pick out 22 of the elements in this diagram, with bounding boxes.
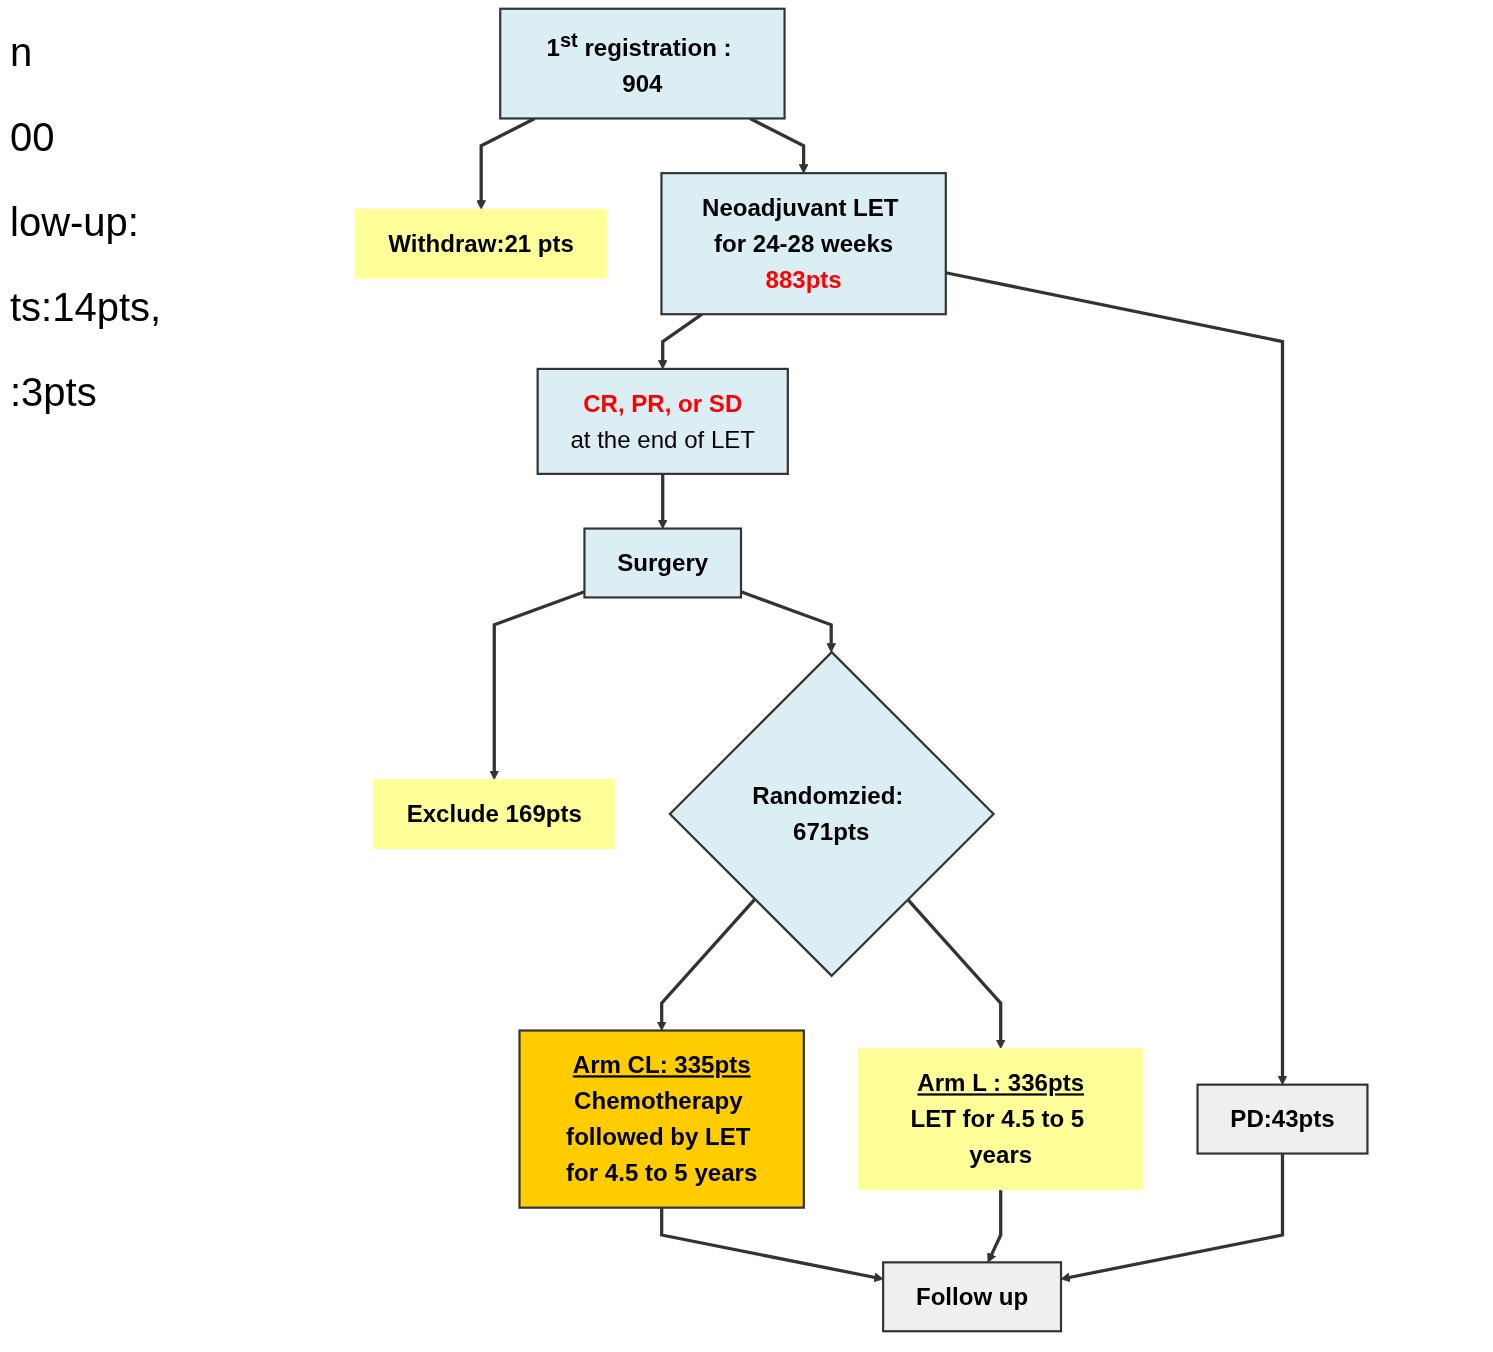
arrow <box>656 898 756 1031</box>
node-box: 1$^{st}$ registration : 904 <box>499 7 786 120</box>
arrow <box>489 590 585 780</box>
node-box: Arm L : 336pts LET for 4.5 to 5 years <box>858 1048 1144 1191</box>
cut-off-text: n <box>10 30 34 75</box>
arrow <box>657 473 668 529</box>
node-box: Neoadjuvant LET for 24-28 weeks 883pts <box>660 172 947 316</box>
node-box: Surgery <box>583 527 743 599</box>
node-box: CR, PR, or SD at the end of LET <box>536 367 789 475</box>
cut-off-text: ts:14pts, <box>10 285 163 330</box>
arrow <box>906 898 1006 1049</box>
node-diamond: Randomzied: 671pts <box>668 650 996 978</box>
node-box: PD:43pts <box>1196 1083 1369 1155</box>
arrow <box>660 1207 884 1283</box>
node-box: Arm CL: 335pts Chemotherapy followed by LET for 4.5 to 5 years <box>518 1029 805 1209</box>
node-box: Withdraw:21 pts <box>355 208 608 279</box>
cut-off-text: :3pts <box>10 370 98 415</box>
arrow <box>987 1189 1003 1263</box>
cut-off-text: low-up: <box>10 200 140 245</box>
node-box: Exclude 169pts <box>373 779 616 849</box>
node-box: Follow up <box>882 1261 1063 1333</box>
cut-off-text: 00 <box>10 115 56 160</box>
